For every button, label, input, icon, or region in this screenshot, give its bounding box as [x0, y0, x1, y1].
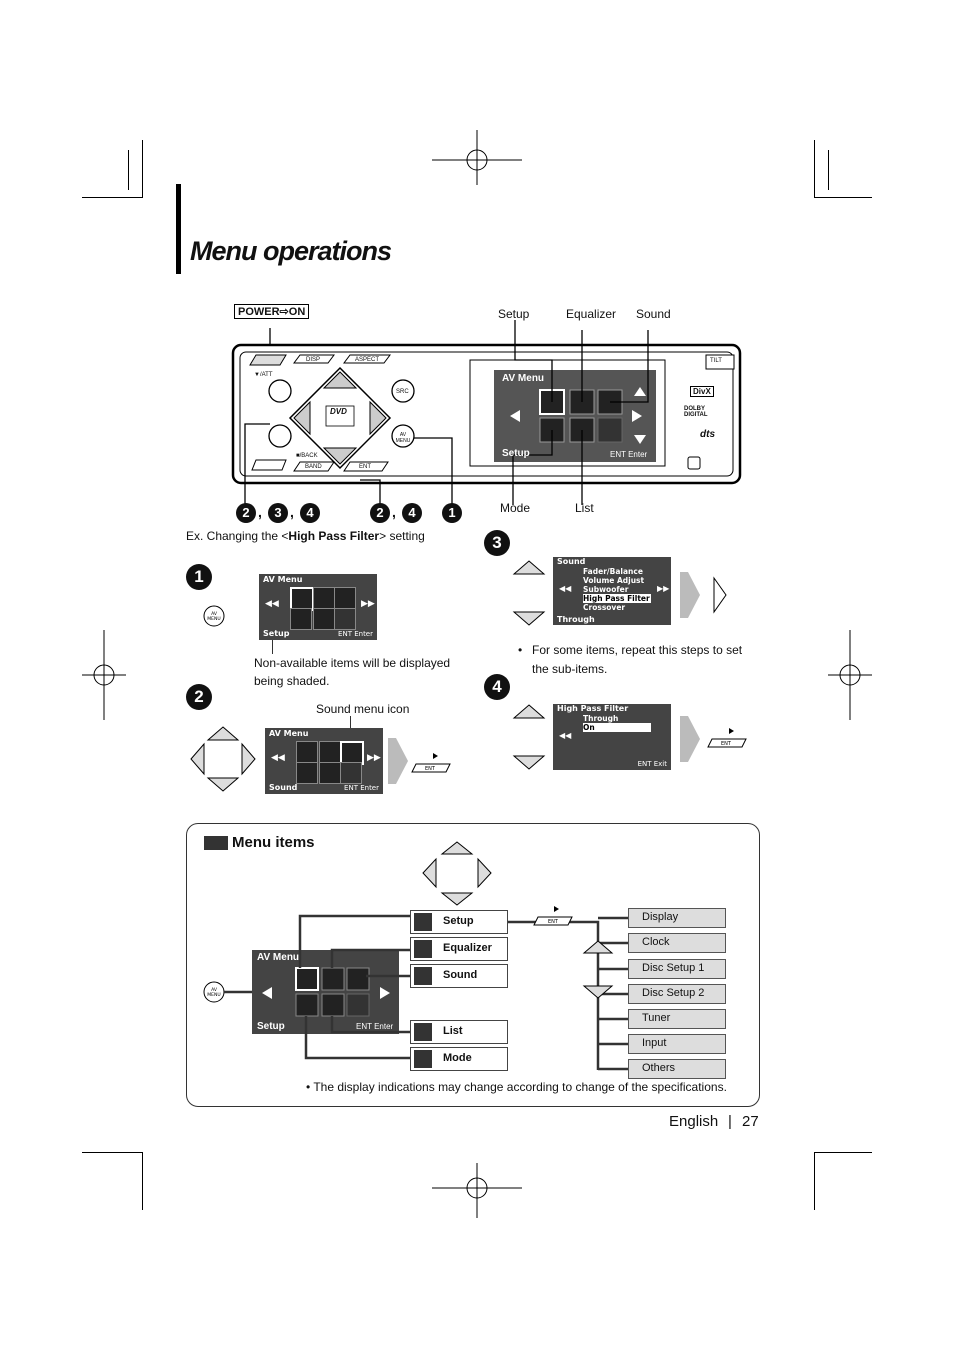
step-3-updown[interactable]	[512, 558, 546, 628]
svg-text:MENU: MENU	[207, 992, 220, 998]
step-2-dpad[interactable]	[188, 724, 258, 794]
step-1-note: Non-available items will be displayed be…	[254, 656, 451, 688]
att-button[interactable]: ▼/ATT	[254, 372, 273, 378]
crop-mark	[814, 1152, 872, 1153]
callout-1: 1	[442, 503, 462, 523]
setup-sub-display[interactable]: Display	[628, 908, 726, 928]
menu-lcd-footer: Setup	[257, 1021, 285, 1032]
ent-button[interactable]: ENT	[359, 464, 371, 470]
dvd-logo: DVD	[330, 407, 347, 416]
sound-item[interactable]: Volume Adjust	[583, 576, 645, 585]
tilt-button[interactable]: TILT	[710, 358, 722, 364]
menu-lcd-enter: ENT Enter	[356, 1022, 394, 1031]
crop-mark	[814, 140, 815, 198]
unit-lcd-footer: Setup	[502, 448, 530, 459]
power-on-label: POWER⇨ON	[234, 304, 310, 319]
src-button[interactable]: SRC	[396, 389, 409, 395]
crop-mark	[814, 1152, 815, 1210]
setup-sub-others[interactable]: Others	[628, 1059, 726, 1079]
step-3-note: •For some items, repeat this steps to se…	[518, 643, 743, 676]
menu-items-heading: Menu items	[232, 834, 315, 851]
step-3-number: 3	[484, 530, 510, 556]
step-4-updown[interactable]	[512, 702, 546, 772]
setup-sub-disc-setup-1[interactable]: Disc Setup 1	[628, 959, 726, 979]
unit-lcd-enter: ENT Enter	[610, 450, 648, 459]
band-button[interactable]: BAND	[305, 464, 322, 470]
step-4-number: 4	[484, 674, 510, 700]
divx-logo: DivX	[690, 386, 714, 397]
menu-item-setup[interactable]: Setup	[410, 910, 508, 934]
unit-label-equalizer: Equalizer	[566, 307, 617, 321]
menu-item-list[interactable]: List	[410, 1020, 508, 1044]
callout-3: 3	[268, 503, 288, 523]
svg-text:AV: AV	[211, 611, 218, 617]
callout-4b: 4	[402, 503, 422, 523]
callout-2b: 2	[370, 503, 390, 523]
callout-4: 4	[300, 503, 320, 523]
footer-language: English	[669, 1113, 719, 1130]
footer-separator: |	[728, 1113, 732, 1130]
step-2-number: 2	[186, 684, 212, 710]
hpf-option[interactable]: Through	[583, 714, 619, 723]
unit-label-setup: Setup	[498, 307, 530, 321]
menu-item-sound[interactable]: Sound	[410, 964, 508, 988]
step-2-caption: Sound menu icon	[316, 702, 410, 716]
dolby-logo: DOLBY DIGITAL	[684, 406, 708, 418]
setup-sub-input[interactable]: Input	[628, 1034, 726, 1054]
unit-label-sound: Sound	[636, 307, 671, 321]
unit-label-mode: Mode	[500, 501, 531, 515]
crop-mark	[128, 150, 129, 190]
crop-mark	[828, 150, 829, 190]
setup-sub-clock[interactable]: Clock	[628, 933, 726, 953]
unit-lcd-header: AV Menu	[502, 373, 545, 384]
aspect-button[interactable]: ASPECT	[355, 357, 380, 363]
callout-2: 2	[236, 503, 256, 523]
unit-label-list: List	[575, 501, 594, 515]
folder-icon	[204, 836, 228, 850]
step-3-right-arrow[interactable]	[678, 570, 728, 620]
crop-mark	[814, 197, 872, 198]
crop-mark	[142, 1152, 143, 1210]
svg-text:AV: AV	[211, 987, 218, 993]
svg-text:ENT: ENT	[425, 766, 436, 772]
crop-mark	[82, 1152, 142, 1153]
av-menu-button[interactable]: AV MENU	[395, 432, 411, 444]
step-4-lcd: High Pass Filter Through On ◀◀ ENT Exit	[553, 704, 671, 770]
step-1-number: 1	[186, 564, 212, 590]
step-3-lcd: Sound Fader/Balance Volume Adjust Subwoo…	[553, 557, 671, 625]
setup-sub-disc-setup-2[interactable]: Disc Setup 2	[628, 984, 726, 1004]
example-text: Ex. Changing the <High Pass Filter> sett…	[186, 529, 425, 543]
dts-logo: dts	[700, 429, 715, 440]
step-2-ent-arrow[interactable]: ENT	[386, 736, 456, 786]
title-bar	[176, 184, 181, 274]
menu-item-mode[interactable]: Mode	[410, 1047, 508, 1071]
sound-item-selected[interactable]: High Pass Filter	[583, 594, 651, 603]
menu-item-equalizer[interactable]: Equalizer	[410, 937, 508, 961]
crop-mark	[142, 140, 143, 198]
menu-items-panel	[186, 823, 760, 1107]
svg-text:ENT: ENT	[721, 741, 732, 747]
head-unit-illustration	[231, 320, 742, 505]
setup-sub-tuner[interactable]: Tuner	[628, 1009, 726, 1029]
step-4-ent-arrow[interactable]: ENT	[678, 714, 748, 764]
step-2-lcd: AV Menu ◀◀▶▶ Sound ENT Enter	[265, 728, 383, 794]
page-number: 27	[742, 1113, 759, 1130]
menu-lcd-header: AV Menu	[257, 952, 300, 963]
sound-item[interactable]: Fader/Balance	[583, 567, 643, 576]
hpf-option-selected[interactable]: On	[583, 723, 651, 732]
svg-text:ENT: ENT	[548, 919, 559, 925]
crop-mark	[82, 197, 142, 198]
page-title: Menu operations	[190, 236, 392, 266]
menu-items-note: • The display indications may change acc…	[306, 1080, 727, 1094]
sound-item[interactable]: Crossover	[583, 603, 626, 612]
back-button[interactable]: ■/BACK	[296, 453, 318, 459]
disp-button[interactable]: DISP	[306, 357, 321, 363]
sound-item[interactable]: Subwoofer	[583, 585, 629, 594]
step-1-lcd: AV Menu ◀◀▶▶ Setup ENT Enter	[259, 574, 377, 640]
svg-text:MENU: MENU	[207, 616, 220, 622]
